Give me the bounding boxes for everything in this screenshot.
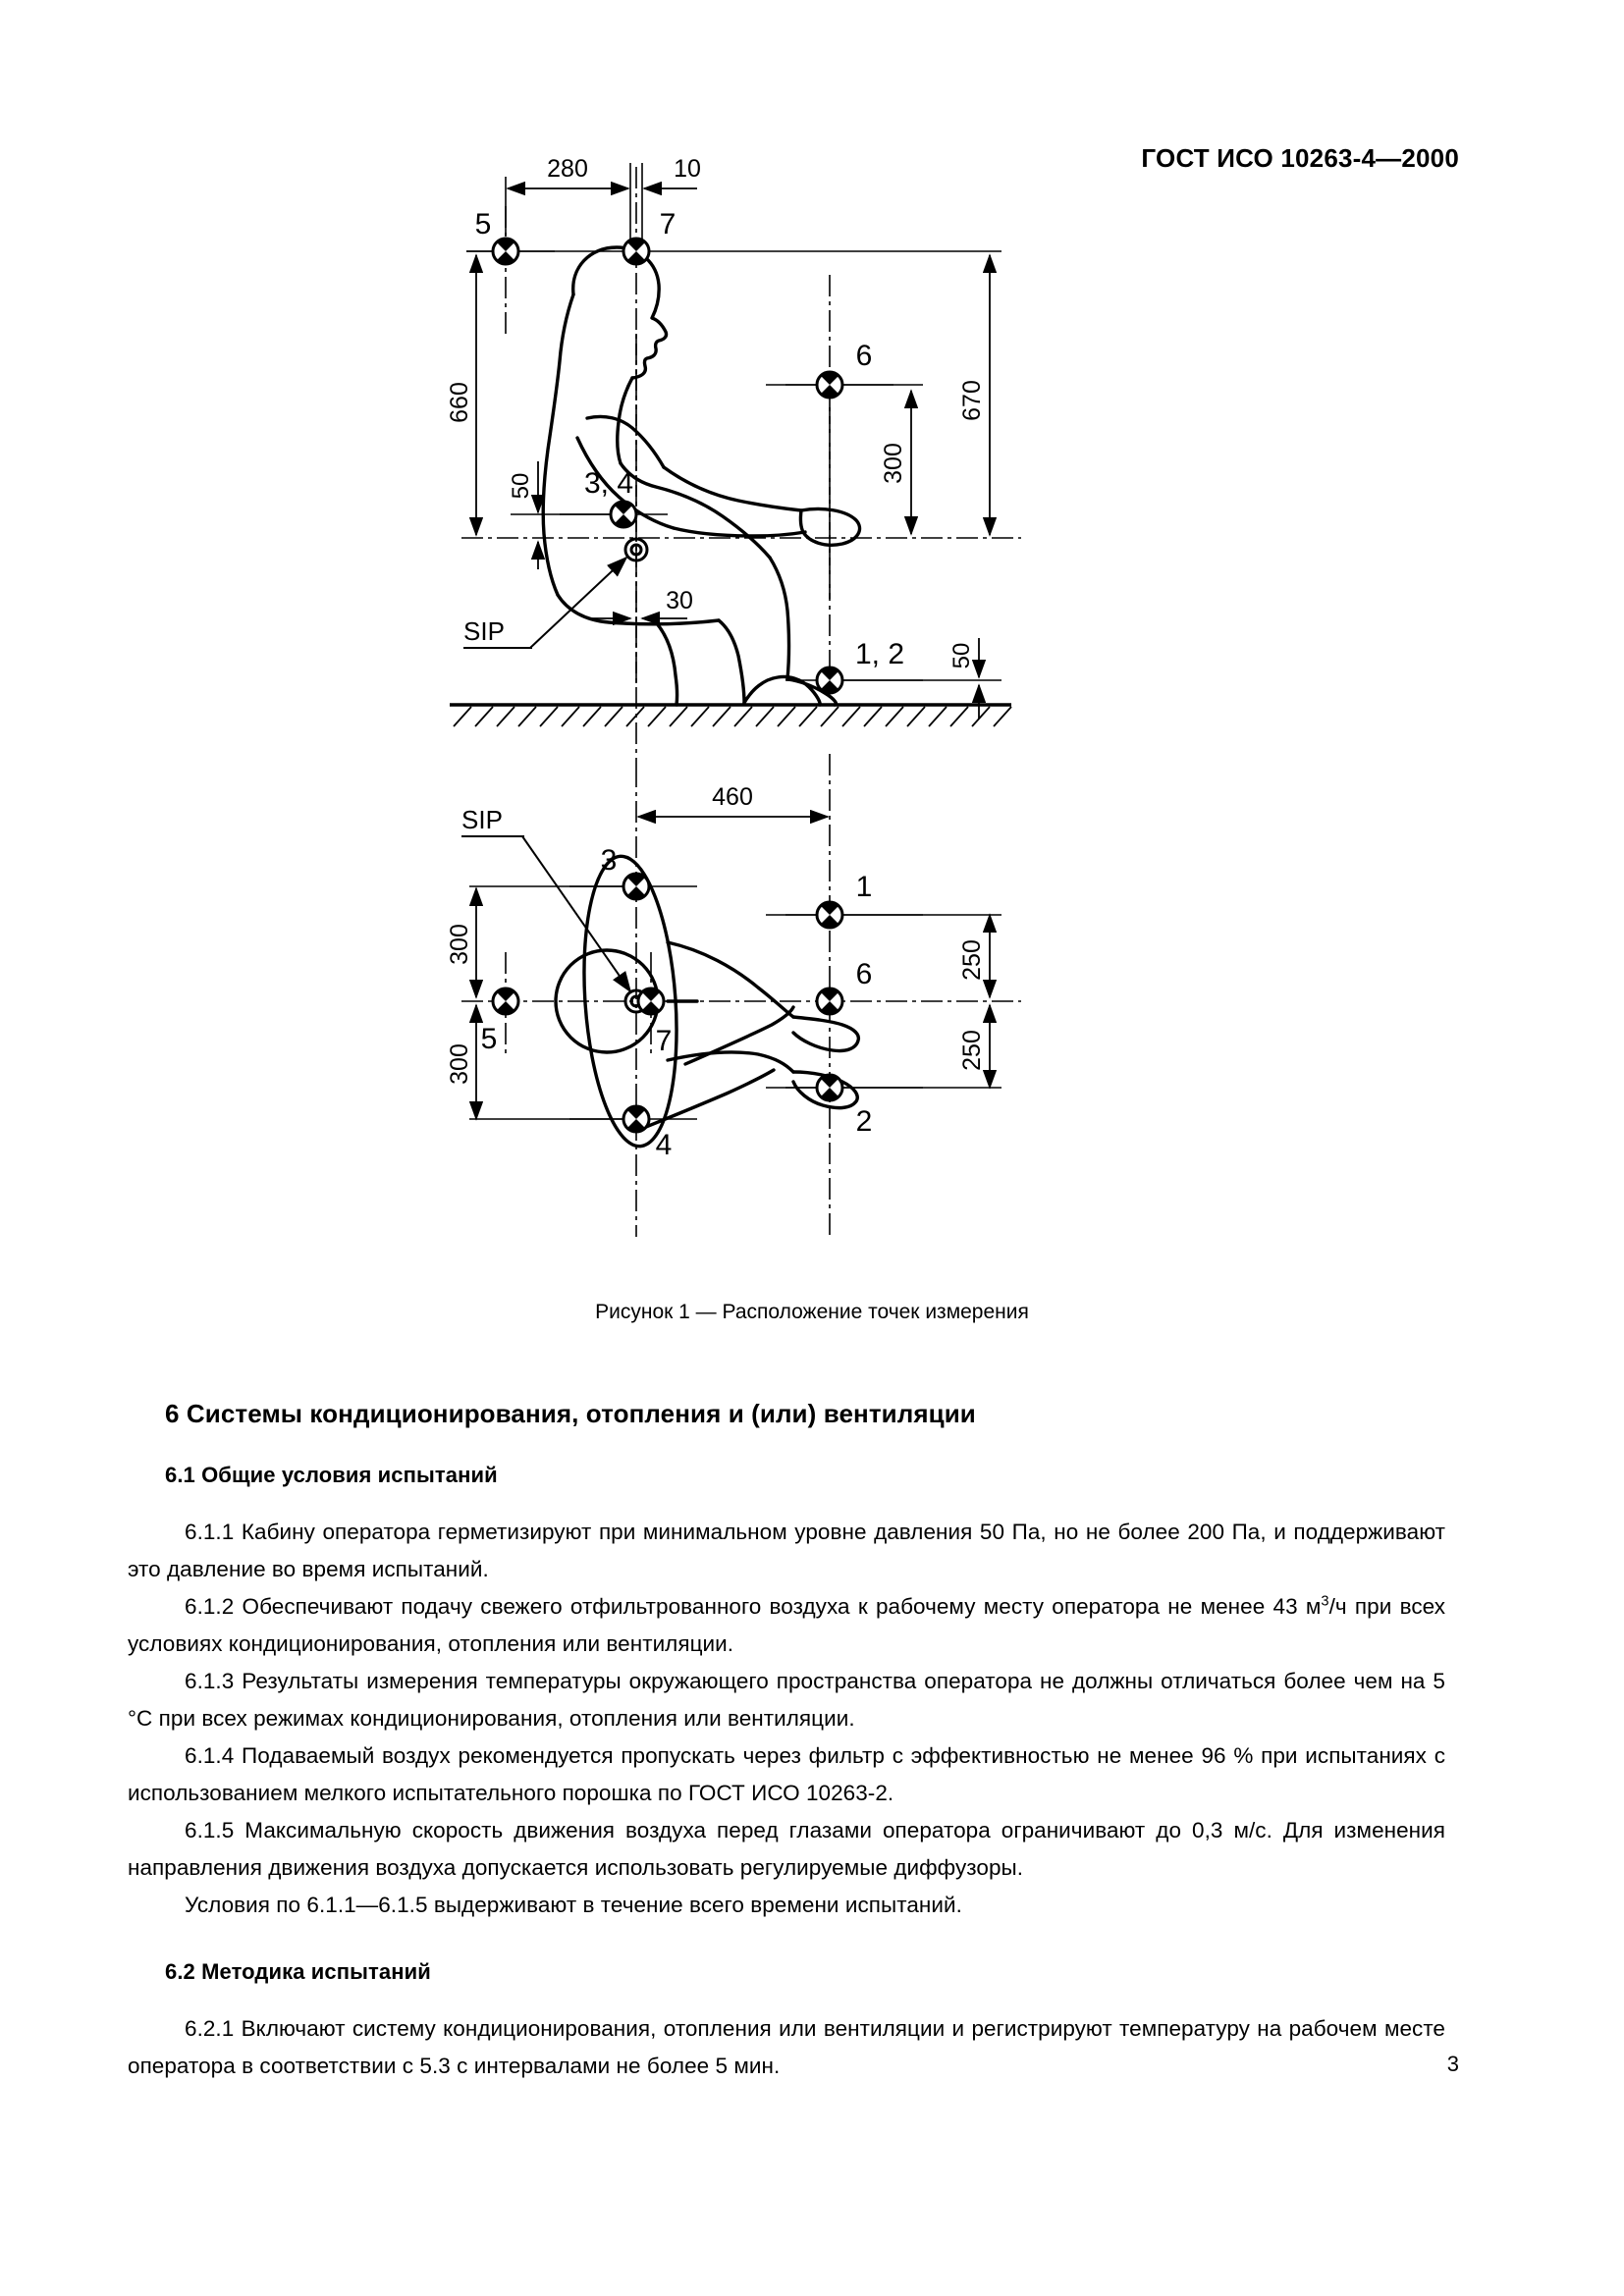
dimension-label-300-plan-lower: 300 — [446, 1043, 473, 1085]
point-label-1-plan: 1 — [856, 871, 873, 903]
figure-1-caption: Рисунок 1 — Расположение точек измерения — [595, 1301, 1029, 1323]
figure-1-drawing: 280 10 660 50 — [373, 137, 1188, 1296]
dimension-label-670: 670 — [958, 380, 986, 421]
sip-leader-plan: SIP — [461, 805, 632, 993]
dimension-label-300-plan-upper: 300 — [446, 924, 473, 965]
point-label-5-side: 5 — [475, 208, 492, 240]
paragraph-conditions-note: Условия по 6.1.1—6.1.5 выдерживают в теч… — [185, 1893, 962, 1917]
section-6-heading-wrap: 6 Системы кондиционирования, отопления и… — [128, 1399, 1445, 1429]
dimension-250-plan-upper: 250 — [958, 913, 998, 999]
dimension-30: 30 — [591, 587, 693, 626]
measurement-point-1-plan: 1 — [766, 871, 923, 930]
sip-label-plan: SIP — [461, 805, 503, 834]
sip-leader-side: SIP — [463, 556, 628, 649]
dimension-label-660: 660 — [446, 382, 473, 423]
dimension-label-250-plan-lower: 250 — [958, 1030, 986, 1071]
point-label-3-plan: 3 — [601, 844, 618, 877]
sip-symbol-side — [623, 537, 649, 562]
paragraph-6-1-2-part-b: /ч при всех условиях кондиционирования, … — [128, 1594, 1445, 1656]
plan-view: 460 300 300 — [446, 754, 1021, 1237]
dimension-280-and-10: 280 10 — [505, 155, 701, 245]
measurement-point-7-plan: 7 — [636, 987, 673, 1057]
dimension-250-plan-lower: 250 — [958, 1003, 998, 1090]
dimension-label-300-side: 300 — [880, 443, 907, 484]
paragraph-6-1-2-superscript: 3 — [1321, 1593, 1329, 1610]
paragraph-6-2-1: 6.2.1 Включают систему кондиционирования… — [128, 2016, 1445, 2078]
section-6-1-heading: 6.1 Общие условия испытаний — [165, 1463, 498, 1487]
page-number: 3 — [1446, 2052, 1459, 2076]
paragraph-6-1-2-part-a: 6.1.2 Обеспечивают подачу свежего отфиль… — [185, 1594, 1322, 1619]
body-text-column: 6 Системы кондиционирования, отопления и… — [128, 1399, 1445, 2085]
dimension-300-plan-upper: 300 — [446, 886, 484, 999]
dimension-label-460: 460 — [712, 783, 753, 811]
point-label-6-side: 6 — [856, 340, 873, 372]
dimension-label-280: 280 — [547, 155, 588, 183]
paragraph-6-1-2: 6.1.2 Обеспечивают подачу свежего отфиль… — [128, 1588, 1445, 1663]
paragraph-6-1-1: 6.1.1 Кабину оператора герметизируют при… — [128, 1520, 1445, 1581]
dimension-670: 670 — [958, 253, 998, 537]
spacer-before-section-6-2 — [128, 1924, 1445, 1959]
paragraph-6-1-3: 6.1.3 Результаты измерения температуры о… — [128, 1669, 1445, 1731]
dimension-660: 660 — [446, 253, 484, 537]
dimension-label-10: 10 — [674, 155, 701, 183]
point-label-2-plan: 2 — [856, 1105, 873, 1138]
section-6-1-heading-wrap: 6.1 Общие условия испытаний — [128, 1463, 1445, 1488]
measurement-point-3-plan: 3 — [569, 844, 697, 901]
measurement-point-7-side: 7 — [622, 208, 677, 266]
measurement-point-1-2-side: 1, 2 — [785, 638, 923, 695]
measurement-point-6-plan: 6 — [815, 958, 873, 1016]
point-label-6-plan: 6 — [856, 958, 873, 990]
paragraph-6-1-5: 6.1.5 Максимальную скорость движения воз… — [128, 1818, 1445, 1880]
measurement-point-5-plan: 5 — [481, 987, 520, 1055]
point-label-7-side: 7 — [660, 208, 677, 240]
measurement-point-5-side: 5 — [466, 208, 555, 266]
dimension-300-side: 300 — [785, 384, 923, 536]
point-label-7-plan: 7 — [656, 1025, 673, 1057]
paragraph-6-1-4: 6.1.4 Подаваемый воздух рекомендуется пр… — [128, 1743, 1445, 1805]
figure-1-block: 280 10 660 50 — [0, 137, 1624, 1345]
measurement-point-6-side: 6 — [766, 340, 893, 400]
dimension-460: 460 — [636, 783, 830, 825]
ground-line — [450, 703, 1012, 727]
point-label-4-plan: 4 — [656, 1129, 673, 1161]
operator-silhouette-plan — [554, 854, 861, 1148]
dimension-300-plan-lower: 300 — [446, 1003, 484, 1121]
side-elevation-view: 280 10 660 50 — [446, 155, 1021, 766]
point-label-3-4-side: 3, 4 — [584, 467, 633, 500]
sip-label-side: SIP — [463, 616, 505, 646]
dimension-label-50-seat: 50 — [508, 473, 534, 500]
dimension-label-50-floor: 50 — [948, 643, 975, 669]
dimension-label-250-plan-upper: 250 — [958, 939, 986, 981]
section-6-2-heading: 6.2 Методика испытаний — [165, 1959, 431, 1984]
point-label-1-2-side: 1, 2 — [855, 638, 904, 670]
section-6-heading: 6 Системы кондиционирования, отопления и… — [165, 1399, 976, 1428]
measurement-points-drawing: 280 10 660 50 — [446, 155, 1021, 1237]
dimension-label-30: 30 — [666, 587, 693, 614]
section-6-2-heading-wrap: 6.2 Методика испытаний — [128, 1959, 1445, 1985]
measurement-point-4-plan: 4 — [569, 1104, 697, 1161]
point-label-5-plan: 5 — [481, 1023, 498, 1055]
document-header-standard-number: ГОСТ ИСО 10263-4—2000 — [1141, 143, 1459, 173]
measurement-point-3-4-side: 3, 4 — [560, 467, 668, 529]
measurement-point-2-plan: 2 — [766, 1073, 923, 1138]
